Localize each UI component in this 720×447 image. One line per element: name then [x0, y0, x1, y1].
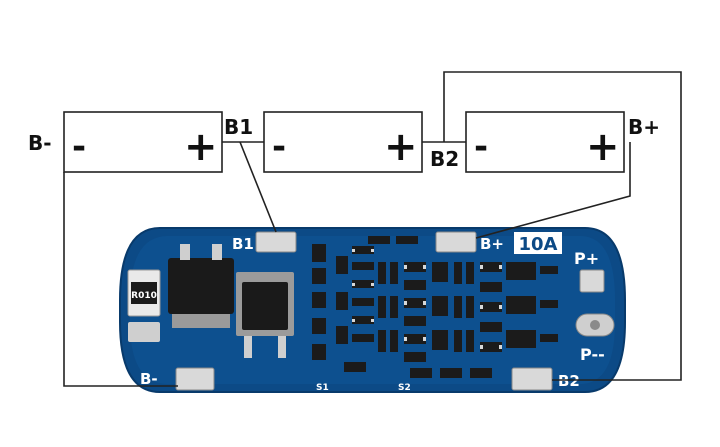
smd-components [312, 236, 558, 378]
label-b2: B2 [430, 147, 459, 171]
wiring [63, 71, 682, 387]
wire-bminus [63, 172, 178, 387]
cell-3-positive: + [586, 124, 620, 170]
rating-badge [514, 232, 562, 254]
board-label-bminus: B- [140, 370, 158, 388]
label-bplus: B+ [628, 115, 660, 139]
current-rating: 10A [519, 234, 558, 255]
battery-cell-3: - + [465, 111, 625, 173]
cell-3-negative: - [474, 127, 488, 167]
wire-b2-loop [443, 71, 682, 381]
pcb-board: R010 [119, 227, 626, 393]
board-label-s2: S2 [398, 383, 411, 393]
smd-highlights [352, 249, 502, 349]
board-label-pplus: P+ [574, 249, 599, 268]
label-b1: B1 [224, 115, 253, 139]
pad-b2 [511, 367, 553, 391]
shunt-resistor: R010 [127, 269, 161, 342]
board-label-b1: B1 [232, 235, 254, 253]
board-label-bplus: B+ [480, 235, 504, 253]
label-bminus: B- [28, 131, 52, 155]
battery-cell-2: - + [263, 111, 423, 173]
pad-bplus [435, 231, 477, 253]
mount-hole [575, 313, 615, 337]
board-label-s1: S1 [316, 383, 329, 393]
cell-1-positive: + [184, 124, 218, 170]
board-label-b2: B2 [558, 372, 580, 390]
mosfet-left [168, 244, 234, 328]
mosfet-right [236, 272, 294, 358]
wire-b1-board [239, 141, 277, 233]
battery-cell-1: - + [63, 111, 223, 173]
board-label-pminus: P-- [580, 345, 605, 364]
pad-b1 [255, 231, 297, 253]
pad-pplus [579, 269, 605, 293]
cell-2-positive: + [384, 124, 418, 170]
wire-bplus [475, 142, 631, 239]
pad-bminus [175, 367, 215, 391]
cell-1-negative: - [72, 127, 86, 167]
resistor-code: R010 [131, 291, 157, 301]
cell-2-negative: - [272, 127, 286, 167]
